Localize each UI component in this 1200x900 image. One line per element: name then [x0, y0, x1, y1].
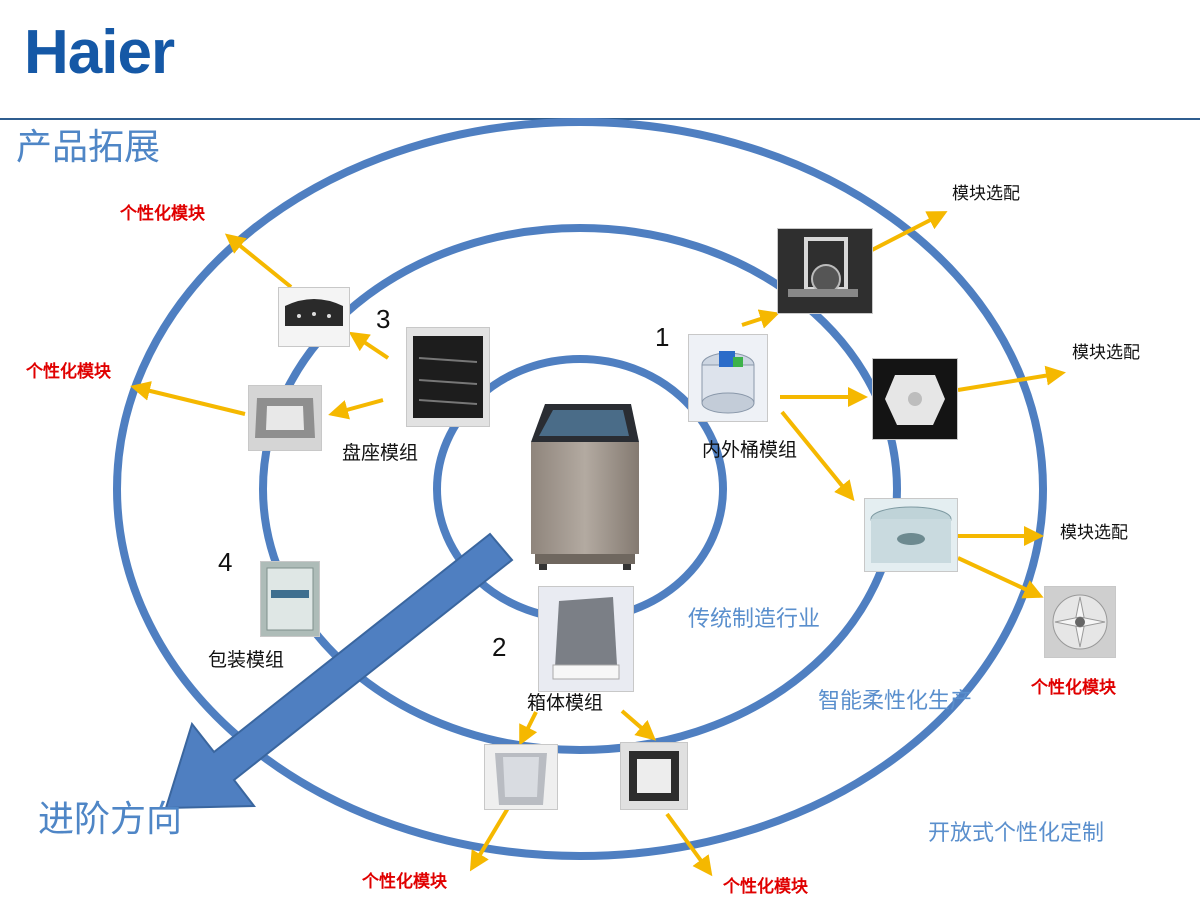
custom-label-frame-bottom: 个性化模块 — [723, 877, 808, 897]
packaging-box-image — [260, 561, 320, 637]
module-2-label: 箱体模组 — [527, 692, 604, 714]
motor-part-image — [777, 228, 873, 314]
middle-ring-label: 智能柔性化生产 — [818, 689, 973, 714]
cabinet-frame-image — [620, 742, 688, 810]
tub-frame-image — [248, 385, 322, 451]
haier-logo: Haier — [24, 18, 175, 87]
arrow-base-to-red — [130, 381, 246, 416]
arrow-panel-to-red — [224, 233, 293, 289]
base-assembly-image — [406, 327, 490, 427]
cabinet-shell-image — [484, 744, 558, 810]
arrow-m1-to-drum — [780, 410, 855, 502]
impeller-image — [1044, 586, 1116, 658]
drum-assembly-image — [688, 334, 768, 422]
option-label-drum: 模块选配 — [1060, 523, 1128, 543]
control-panel-image — [278, 287, 350, 347]
arrow-mid-to-option — [957, 365, 1066, 392]
custom-label-impeller: 个性化模块 — [1031, 678, 1116, 698]
direction-label: 进阶方向 — [38, 799, 183, 840]
module-2-number: 2 — [492, 632, 507, 662]
module-4-number: 4 — [218, 547, 233, 577]
module-4-label: 包装模组 — [208, 649, 285, 671]
arrow-m3-to-base — [328, 398, 384, 420]
outer-ring-label: 开放式个性化定制 — [928, 821, 1105, 846]
page-title: 产品拓展 — [16, 127, 161, 168]
washing-machine-image — [527, 402, 641, 570]
arrow-left-to-red — [469, 806, 510, 872]
module-1-number: 1 — [655, 322, 670, 352]
option-label-middle: 模块选配 — [1072, 343, 1140, 363]
middle-ring — [259, 224, 901, 754]
cover-part-image — [872, 358, 958, 440]
option-label-top: 模块选配 — [952, 184, 1020, 204]
inner-ring-label: 传统制造行业 — [688, 607, 821, 632]
custom-label-frame: 个性化模块 — [26, 362, 111, 382]
arrow-drum-to-impeller — [957, 556, 1044, 599]
module-3-label: 盘座模组 — [342, 442, 419, 464]
inner-drum-image — [864, 498, 958, 572]
outer-ring — [113, 118, 1047, 860]
custom-label-shell: 个性化模块 — [362, 872, 447, 892]
arrow-top-to-option — [871, 211, 948, 252]
custom-label-panel: 个性化模块 — [120, 204, 205, 224]
arrow-m2-to-right — [620, 709, 657, 741]
arrow-right-to-red — [665, 812, 713, 877]
module-1-label: 内外桶模组 — [702, 439, 798, 461]
arrow-m2-to-left — [519, 711, 538, 746]
module-3-number: 3 — [376, 304, 391, 334]
arrow-m1-to-top — [741, 309, 780, 329]
cabinet-image — [538, 586, 634, 692]
arrow-m3-to-panel — [348, 331, 390, 360]
progression-arrow — [164, 532, 514, 810]
